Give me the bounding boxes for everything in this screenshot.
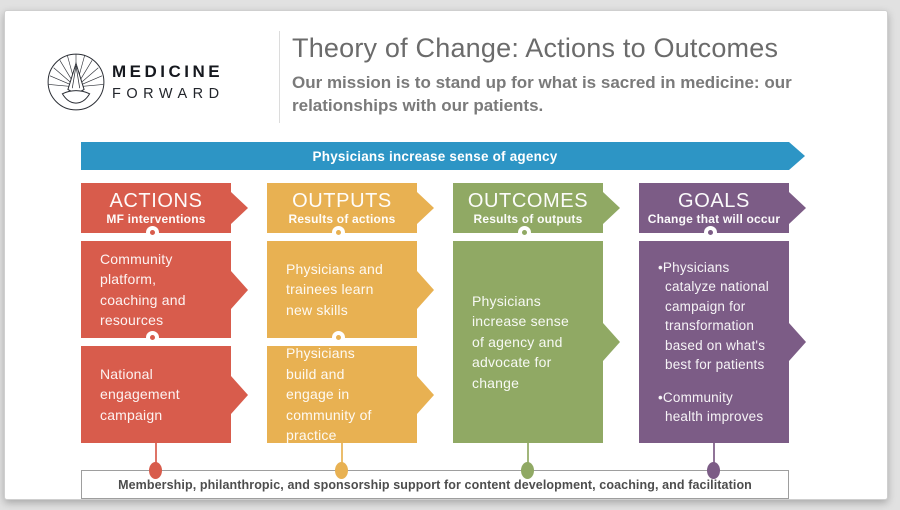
support-bar-label: Membership, philanthropic, and sponsorsh… <box>118 477 752 492</box>
actions-box-1-text: Community platform, coaching and resourc… <box>100 250 186 329</box>
goals-bullet-1: •Physicians catalyze national campaign f… <box>658 259 769 373</box>
column-actions: ACTIONS MF interventions Community platf… <box>81 183 248 443</box>
medicine-forward-logo-icon <box>47 53 105 111</box>
connector-line <box>527 443 529 470</box>
goals-bullet-2: •Community health improves <box>658 389 764 425</box>
actions-header: ACTIONS MF interventions <box>81 183 248 233</box>
arrow-tip-icon <box>417 375 434 414</box>
column-outputs: OUTPUTS Results of actions Physicians an… <box>267 183 434 444</box>
mission-statement: Our mission is to stand up for what is s… <box>292 73 792 115</box>
outcomes-subtitle: Results of outputs <box>473 212 583 226</box>
outcomes-box-text: Physicians increase sense of agency and … <box>472 292 569 391</box>
connector-node-icon <box>703 226 717 239</box>
connector-line <box>341 443 343 470</box>
goals-subtitle: Change that will occur <box>647 212 781 226</box>
arrow-tip-icon <box>231 270 248 309</box>
agency-banner-arrow: Physicians increase sense of agency <box>81 142 805 170</box>
support-bar: Membership, philanthropic, and sponsorsh… <box>81 470 789 499</box>
outcomes-header: OUTCOMES Results of outputs <box>453 183 620 233</box>
arrow-tip-icon <box>417 270 434 309</box>
arrow-tip-icon <box>417 192 434 224</box>
arrow-tip-icon <box>603 323 620 361</box>
actions-box-2: National engagement campaign <box>81 346 248 443</box>
column-outcomes: OUTCOMES Results of outputs Physicians i… <box>453 183 620 443</box>
goals-title: GOALS <box>678 190 750 212</box>
arrow-tip-icon <box>231 192 248 224</box>
outputs-box-2: Physicians build and engage in community… <box>267 345 434 444</box>
column-goals: GOALS Change that will occur •Physicians… <box>639 183 806 443</box>
connector-dot-icon <box>707 462 720 479</box>
page-title: Theory of Change: Actions to Outcomes <box>292 33 779 63</box>
connector-dot-icon <box>149 462 162 479</box>
outputs-subtitle: Results of actions <box>288 212 396 226</box>
logo-word-forward: FORWARD <box>112 86 225 102</box>
outputs-title: OUTPUTS <box>292 190 392 212</box>
logo-wordmark: MEDICINE FORWARD <box>112 62 225 102</box>
goals-box: •Physicians catalyze national campaign f… <box>639 241 806 443</box>
arrow-tip-icon <box>789 323 806 361</box>
connector-line <box>713 443 715 470</box>
outcomes-title: OUTCOMES <box>467 190 589 212</box>
goals-header: GOALS Change that will occur <box>639 183 806 233</box>
connector-line <box>155 443 157 470</box>
connector-node-icon <box>145 226 159 239</box>
actions-box-1: Community platform, coaching and resourc… <box>81 241 248 338</box>
actions-title: ACTIONS <box>109 190 203 212</box>
outputs-box-1: Physicians and trainees learn new skills <box>267 241 434 338</box>
connector-node-icon <box>517 226 531 239</box>
header-divider <box>279 31 280 123</box>
agency-banner-label: Physicians increase sense of agency <box>312 148 558 164</box>
outputs-header: OUTPUTS Results of actions <box>267 183 434 233</box>
outputs-box-1-text: Physicians and trainees learn new skills <box>286 260 383 318</box>
slide-card: MEDICINE FORWARD Theory of Change: Actio… <box>4 10 888 500</box>
connector-dot-icon <box>521 462 534 479</box>
arrow-tip-icon <box>231 375 248 414</box>
connector-dot-icon <box>335 462 348 479</box>
arrow-tip-icon <box>603 192 620 224</box>
arrow-tip-icon <box>789 192 806 224</box>
logo-word-medicine: MEDICINE <box>112 62 224 81</box>
banner-arrow-tip-icon <box>789 142 805 170</box>
outputs-box-2-text: Physicians build and engage in community… <box>286 345 372 444</box>
actions-subtitle: MF interventions <box>106 212 206 226</box>
connector-node-icon <box>331 331 345 344</box>
connector-node-icon <box>331 226 345 239</box>
actions-box-2-text: National engagement campaign <box>100 365 180 423</box>
outcomes-box: Physicians increase sense of agency and … <box>453 241 620 443</box>
connector-node-icon <box>145 331 159 344</box>
